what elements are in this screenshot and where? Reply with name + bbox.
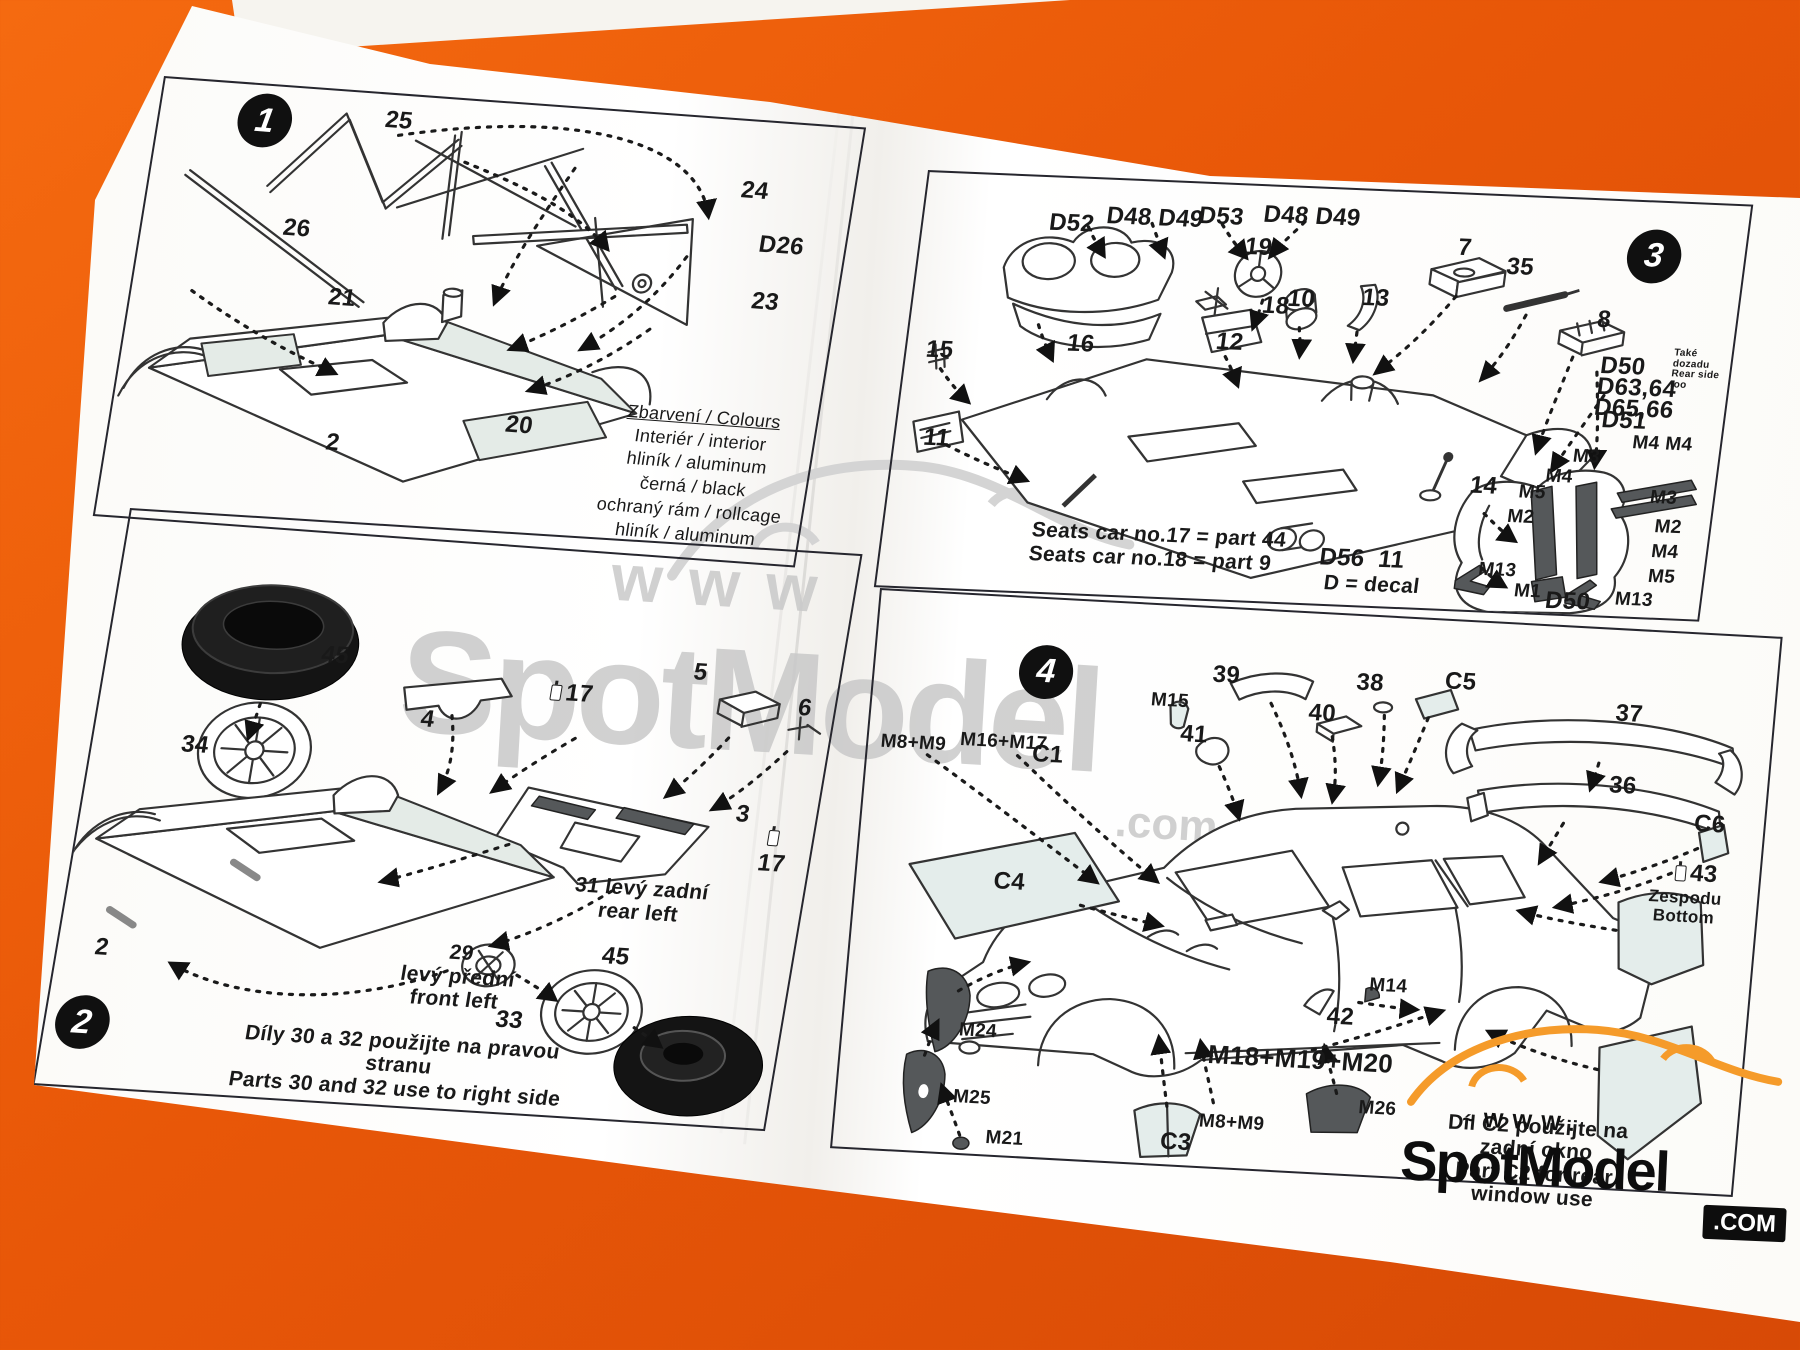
rear-side-note: Také dozadu Rear side too	[1669, 347, 1720, 391]
chassis-wheels-diagram-art	[64, 584, 822, 1117]
part-label: M2	[1653, 515, 1683, 538]
part-label: 24	[739, 176, 771, 206]
part-label: M4	[1663, 433, 1694, 456]
paint-bottle-icon	[766, 829, 781, 847]
decal-note: D = decal	[1322, 571, 1421, 599]
part-label: 12	[1214, 327, 1246, 356]
part-label: 33	[493, 1005, 526, 1034]
interior-diagram-art	[912, 220, 1698, 615]
part-label: M2	[1505, 505, 1536, 528]
part-label: M25	[952, 1086, 992, 1110]
part-label: D50	[1543, 586, 1592, 616]
colours-legend: Interiér / interior hliník / aluminum če…	[595, 424, 783, 549]
part-label: 38	[1355, 668, 1386, 697]
part-label: 42	[1325, 1002, 1356, 1031]
part-label: D48 D49	[1261, 200, 1363, 232]
paint-bottle-icon	[1674, 864, 1687, 882]
rollcage-diagram-art	[117, 112, 717, 483]
part-label: M8+M9	[879, 730, 947, 755]
part-label: 45	[319, 640, 352, 670]
part-label: M13	[1477, 558, 1518, 581]
part-label: M3	[1571, 445, 1602, 469]
part-label: 23	[749, 287, 781, 317]
part-label: 26	[281, 213, 313, 243]
part-label: M21	[984, 1127, 1025, 1151]
part-label: 40	[1307, 699, 1338, 728]
part-label: 43	[1674, 860, 1719, 889]
part-label: M13	[1613, 588, 1655, 612]
part-label: 36	[1608, 771, 1638, 800]
part-label: D53	[1197, 202, 1246, 231]
part-label: 17	[548, 679, 595, 709]
part-label: 35	[1504, 252, 1536, 281]
part-label: C6	[1692, 809, 1727, 839]
part-label: 37	[1614, 699, 1645, 728]
part-label: M15	[1150, 689, 1190, 713]
part-label: C4	[992, 866, 1027, 896]
part-label: 11	[1376, 546, 1407, 575]
bottom-note: Zespodu Bottom	[1647, 886, 1723, 928]
part-label: 14	[1468, 471, 1499, 500]
part-label: 45	[599, 942, 632, 971]
part-label: 21	[326, 283, 358, 312]
part-label: 41	[1179, 720, 1209, 749]
part-label: 39	[1211, 660, 1242, 690]
part-label: 10	[1285, 284, 1317, 313]
part-label: M5	[1517, 481, 1548, 504]
part-label: 25	[383, 106, 415, 136]
rear-left-note: 31 levý zadní rear left	[573, 873, 711, 927]
part-label: 34	[179, 730, 211, 760]
part-label: M14	[1368, 974, 1409, 998]
logo-car-outline-icon	[1406, 1025, 1783, 1106]
part-label: M4	[1544, 465, 1574, 488]
part-label: 19	[1243, 233, 1274, 262]
part-label: M5	[1646, 565, 1677, 588]
part-label: M3	[1648, 486, 1679, 509]
part-label: 13	[1360, 283, 1392, 312]
part-label: 15	[924, 336, 956, 365]
part-label: M26	[1357, 1097, 1398, 1121]
part-label: D56	[1317, 543, 1367, 573]
paint-bottle-icon	[549, 684, 564, 702]
part-label: M24	[958, 1019, 998, 1043]
spotmodel-logo: ~WWW. SpotModel .COM	[1393, 1009, 1800, 1246]
part-label: D26	[756, 230, 806, 261]
body-shell-diagram-art	[902, 672, 1743, 1161]
part-label: 11	[921, 423, 952, 452]
part-label: M8+M9	[1198, 1110, 1266, 1136]
part-label: C3	[1158, 1127, 1193, 1156]
part-label: D52	[1047, 208, 1096, 238]
logo-brand-text: SpotModel	[1399, 1128, 1670, 1204]
part-label: M4	[1650, 540, 1680, 563]
part-label: C5	[1443, 667, 1478, 697]
part-label: D48 D49	[1104, 202, 1206, 234]
front-left-note: 29 levý přední front left	[398, 940, 517, 1014]
logo-com-badge: .COM	[1702, 1204, 1787, 1243]
part-label: 20	[503, 410, 535, 440]
part-label: M1	[1512, 580, 1543, 603]
part-label: 16	[1065, 329, 1097, 358]
part-label: M4	[1631, 431, 1661, 454]
